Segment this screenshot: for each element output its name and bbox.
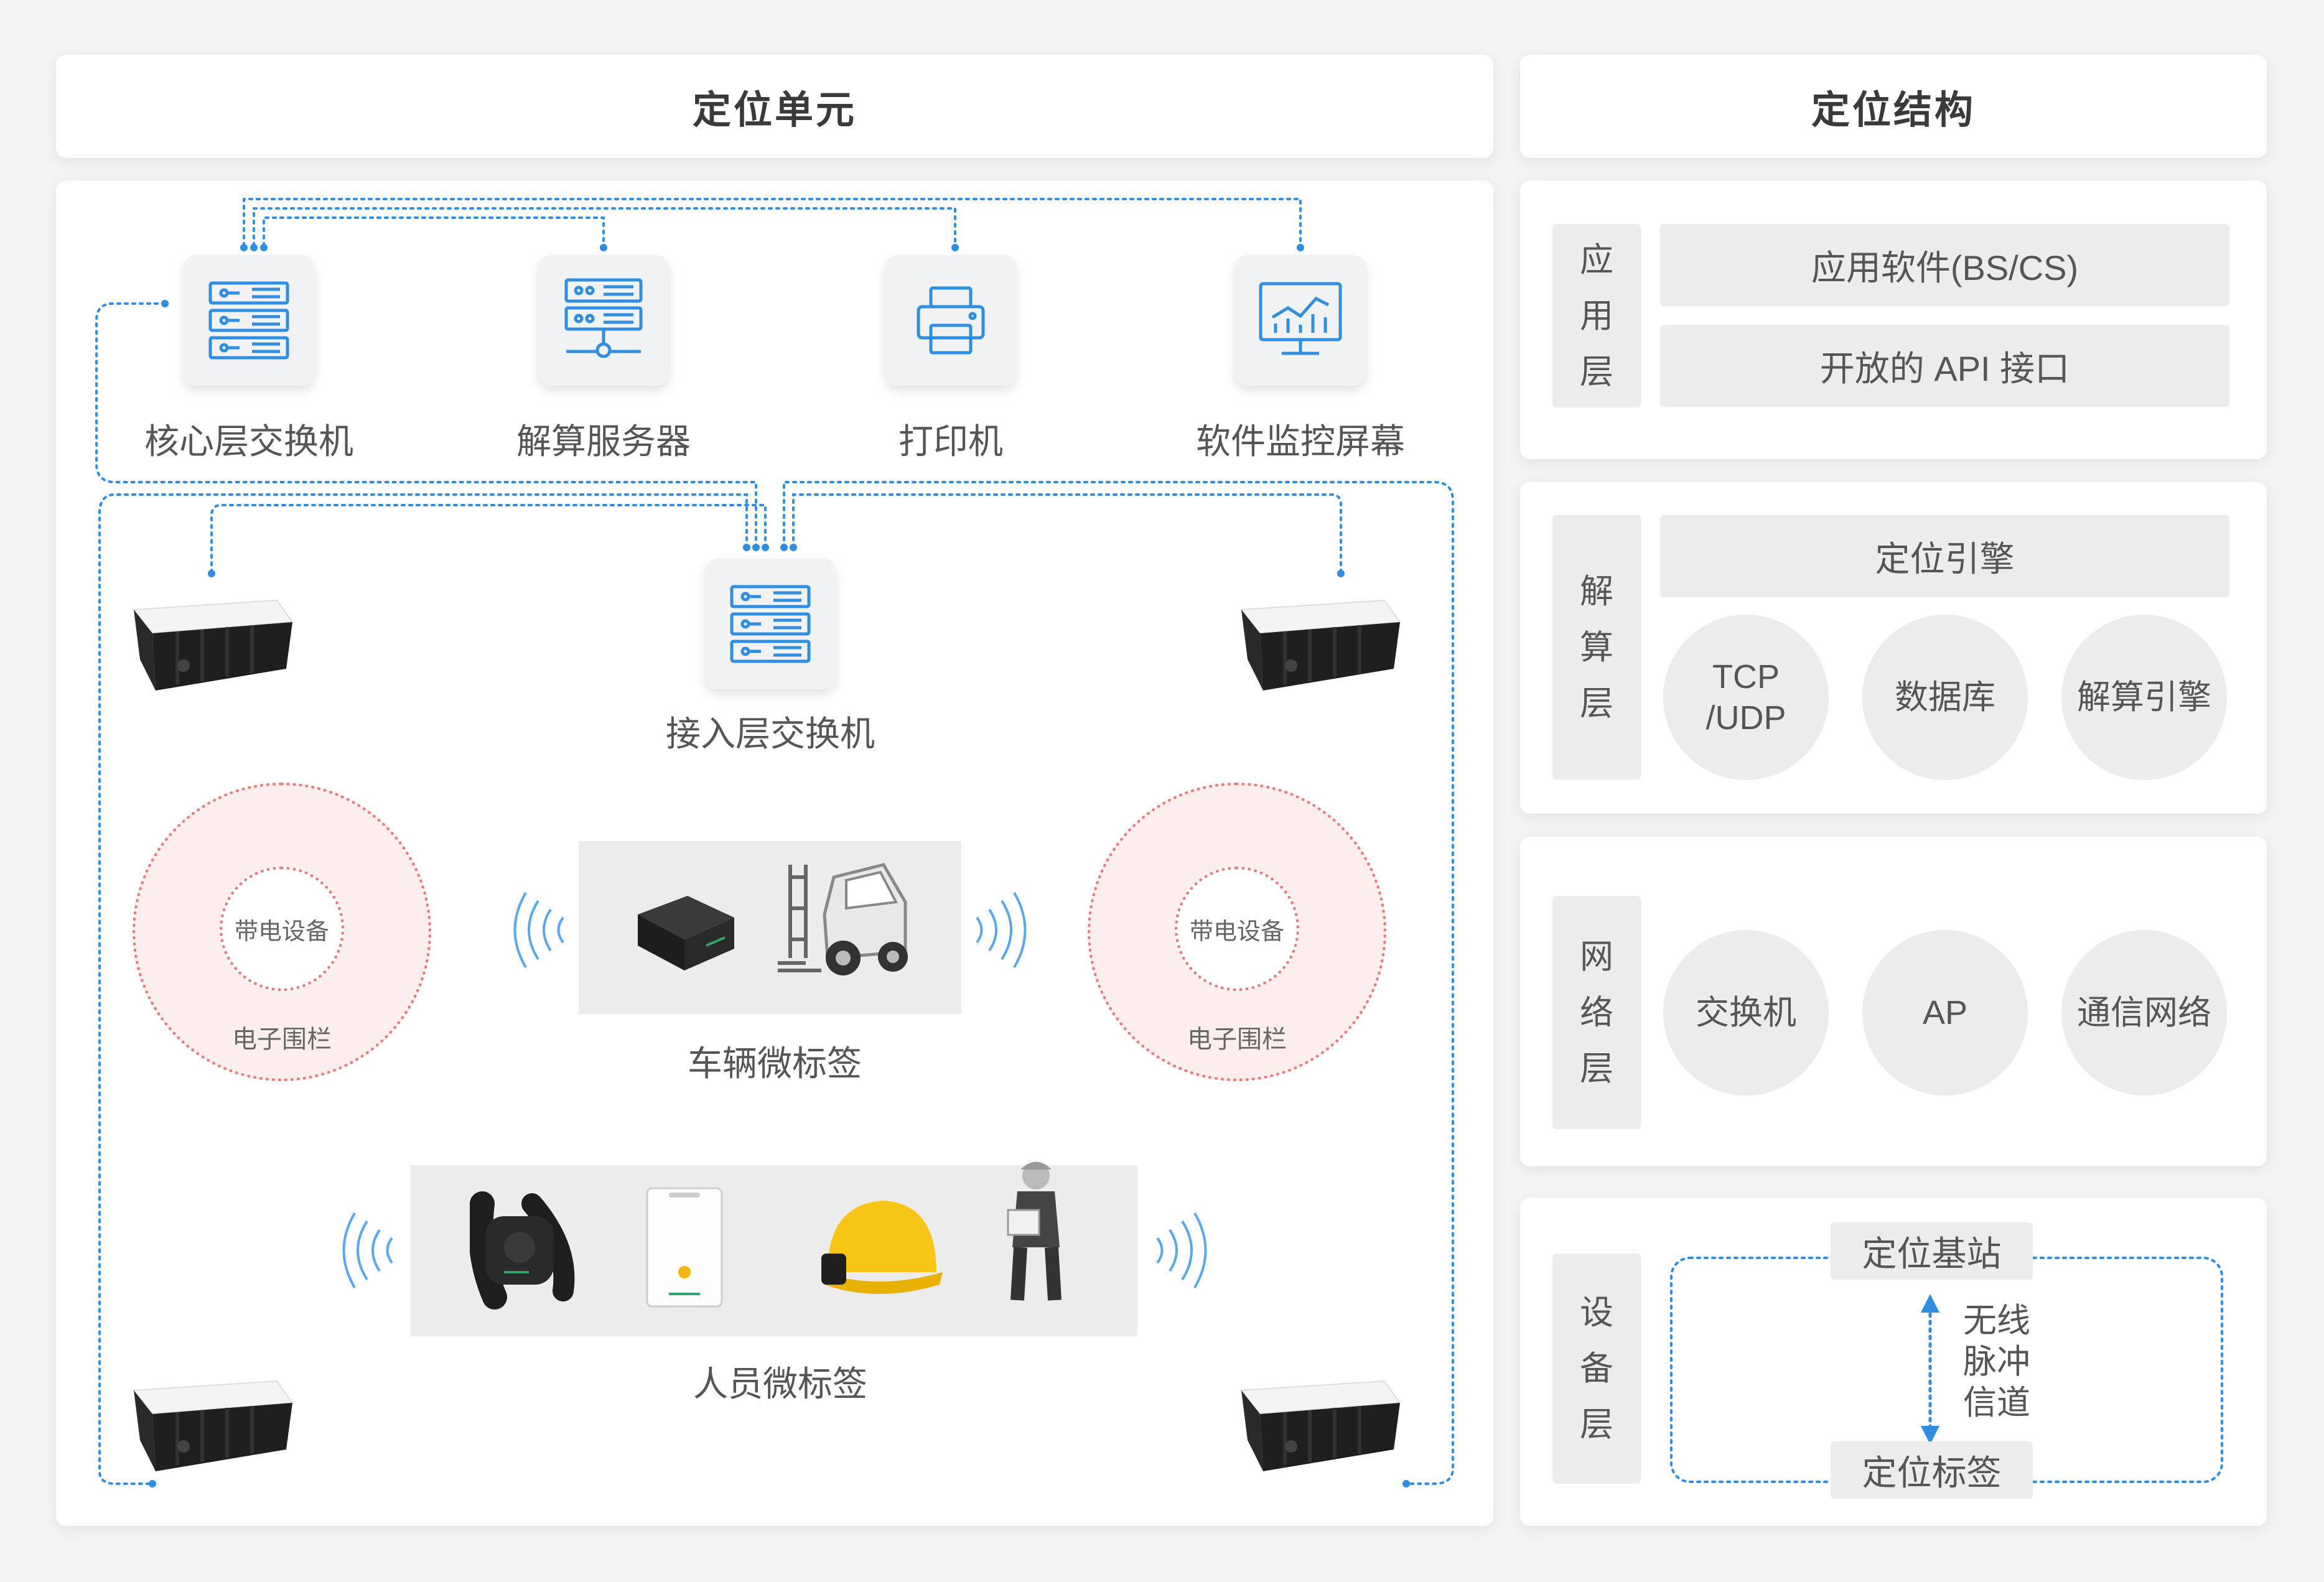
worker-icon bbox=[1007, 1161, 1062, 1301]
helmet-tag-icon bbox=[821, 1201, 943, 1294]
tcp-udp-circle: TCP /UDP bbox=[1663, 615, 1829, 780]
positioning-engine-bar: 定位引擎 bbox=[1660, 515, 2229, 597]
fence-left-label: 电子围栏 bbox=[232, 1026, 332, 1053]
server-icon bbox=[564, 278, 643, 358]
monitor-label: 软件监控屏幕 bbox=[1196, 422, 1405, 461]
signal-waves-icon bbox=[976, 891, 1027, 969]
server-rack-icon bbox=[730, 585, 811, 663]
signal-waves-icon bbox=[342, 1212, 393, 1289]
net-layer-label: 网 络 层 bbox=[1552, 896, 1641, 1129]
calc-layer-label: 解 算 层 bbox=[1552, 515, 1641, 779]
signal-waves-icon bbox=[513, 891, 564, 969]
personnel-tag-label: 人员微标签 bbox=[693, 1364, 867, 1403]
server-node bbox=[538, 255, 669, 386]
monitor-node bbox=[1235, 255, 1366, 386]
fence-right-inner: 带电设备 bbox=[1175, 867, 1299, 991]
device-layer-label: 设 备 层 bbox=[1552, 1254, 1641, 1484]
ap-circle: AP bbox=[1862, 930, 2028, 1096]
wireless-channel-label: 无线 脉冲 信道 bbox=[1963, 1302, 2030, 1421]
app-software-bar: 应用软件(BS/CS) bbox=[1660, 224, 2229, 306]
fence-left-device-label: 带电设备 bbox=[234, 918, 329, 945]
tag-label: 定位标签 bbox=[1831, 1441, 2033, 1499]
server-label: 解算服务器 bbox=[516, 422, 691, 461]
access-switch-label: 接入层交换机 bbox=[666, 714, 875, 753]
fence-left-inner: 带电设备 bbox=[220, 867, 344, 991]
fence-right-device-label: 带电设备 bbox=[1189, 918, 1284, 945]
vehicle-tag-device-icon bbox=[638, 896, 734, 970]
printer-node bbox=[885, 255, 1016, 386]
base-station-icon bbox=[1240, 1380, 1401, 1471]
access-switch-node bbox=[705, 559, 836, 689]
signal-waves-icon bbox=[1156, 1212, 1207, 1289]
open-api-bar: 开放的 API 接口 bbox=[1660, 325, 2229, 407]
server-rack-icon bbox=[208, 281, 289, 360]
comm-network-circle: 通信网络 bbox=[2061, 930, 2227, 1096]
left-header: 定位单元 bbox=[56, 55, 1493, 158]
wristband-tag-icon bbox=[470, 1191, 575, 1310]
switch-circle: 交换机 bbox=[1663, 930, 1829, 1096]
forklift-icon bbox=[778, 863, 908, 975]
base-station-icon bbox=[133, 599, 294, 691]
core-switch-node bbox=[184, 255, 314, 386]
right-title: 定位结构 bbox=[1811, 89, 1976, 132]
base-station-icon bbox=[133, 1380, 294, 1471]
printer-icon bbox=[917, 286, 985, 355]
left-title: 定位单元 bbox=[692, 89, 857, 132]
monitor-chart-icon bbox=[1259, 282, 1342, 355]
badge-card-tag-icon bbox=[646, 1187, 723, 1308]
right-header: 定位结构 bbox=[1520, 55, 2267, 158]
calc-engine-circle: 解算引擎 bbox=[2061, 615, 2227, 780]
database-circle: 数据库 bbox=[1862, 615, 2028, 780]
printer-label: 打印机 bbox=[898, 422, 1003, 461]
fence-right-label: 电子围栏 bbox=[1187, 1026, 1287, 1053]
base-station-label: 定位基站 bbox=[1831, 1222, 2033, 1280]
vehicle-tag-label: 车辆微标签 bbox=[688, 1044, 862, 1083]
base-station-icon bbox=[1240, 599, 1401, 691]
core-switch-label: 核心层交换机 bbox=[144, 422, 353, 461]
app-layer-label: 应 用 层 bbox=[1552, 224, 1641, 407]
